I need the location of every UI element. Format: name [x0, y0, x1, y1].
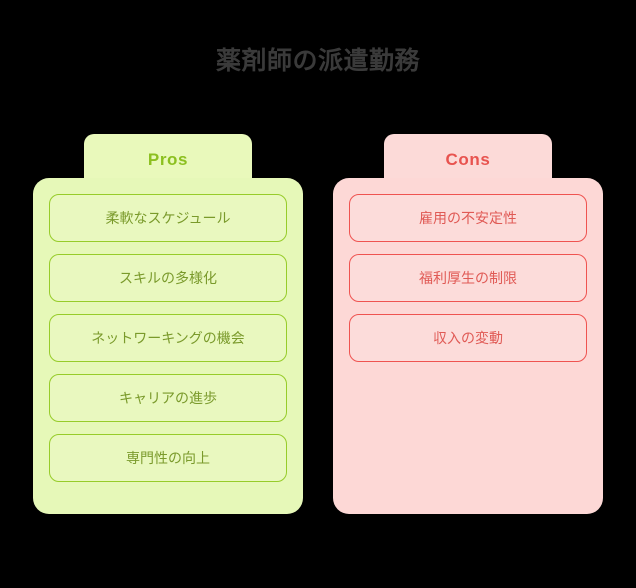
page-title: 薬剤師の派遣勤務 [215, 47, 420, 75]
pros-item[interactable]: キャリアの進歩 [49, 374, 287, 422]
pros-header: Pros [84, 134, 252, 186]
pros-item-label: キャリアの進歩 [119, 390, 217, 406]
cons-item-label: 雇用の不安定性 [419, 210, 517, 226]
cons-item[interactable]: 雇用の不安定性 [349, 194, 587, 242]
pros-panel: 柔軟なスケジュール スキルの多様化 ネットワーキングの機会 キャリアの進歩 専門… [33, 178, 303, 514]
pros-item-label: スキルの多様化 [119, 270, 217, 286]
pros-item[interactable]: ネットワーキングの機会 [49, 314, 287, 362]
cons-item-label: 福利厚生の制限 [419, 270, 517, 286]
pros-item-label: 柔軟なスケジュール [105, 210, 231, 226]
pros-item-label: ネットワーキングの機会 [91, 330, 245, 346]
pros-item-label: 専門性の向上 [126, 450, 210, 466]
cons-header: Cons [384, 134, 552, 186]
cons-item-label: 収入の変動 [433, 330, 503, 346]
cons-item[interactable]: 収入の変動 [349, 314, 587, 362]
pros-item[interactable]: スキルの多様化 [49, 254, 287, 302]
pros-item[interactable]: 専門性の向上 [49, 434, 287, 482]
cons-panel: 雇用の不安定性 福利厚生の制限 収入の変動 [333, 178, 603, 514]
pros-item[interactable]: 柔軟なスケジュール [49, 194, 287, 242]
cons-item[interactable]: 福利厚生の制限 [349, 254, 587, 302]
